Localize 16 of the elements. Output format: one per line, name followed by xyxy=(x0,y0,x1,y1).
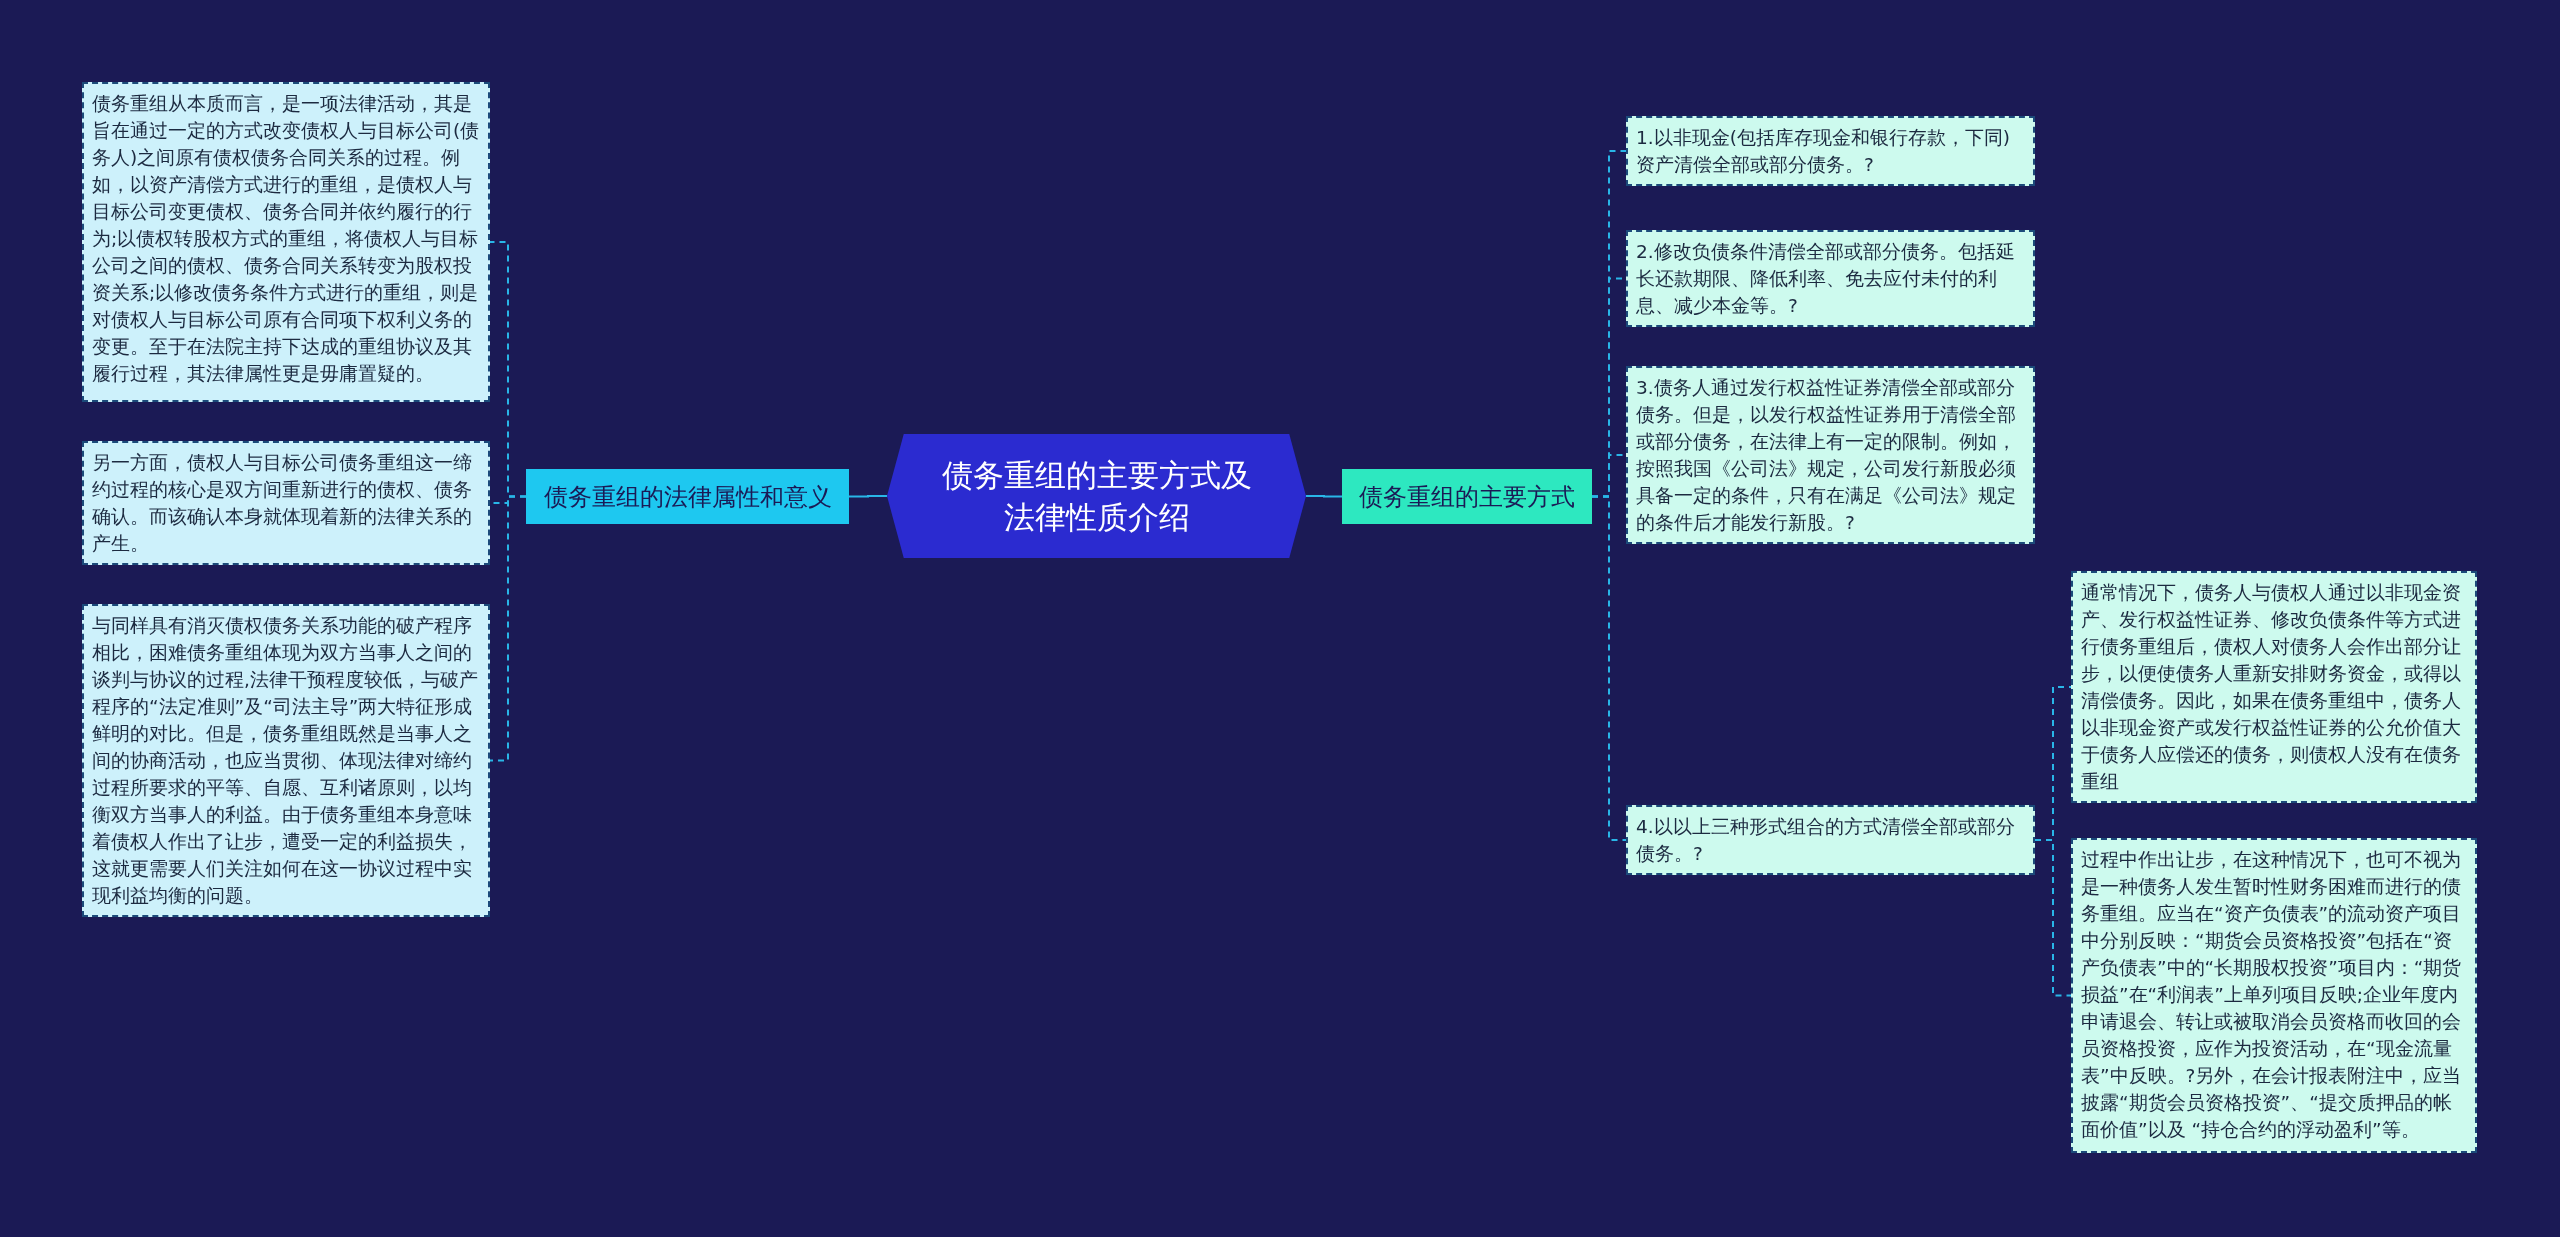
connector-line xyxy=(1591,495,1627,841)
connector-line xyxy=(1305,495,1343,498)
text-card: 2.修改负债条件清偿全部或部分债务。包括延长还款期限、降低利率、免去应付未付的利息、减少本金等。? xyxy=(1626,230,2035,327)
text-card: 债务重组从本质而言，是一项法律活动，其是旨在通过一定的方式改变债权人与目标公司(债务人)之间原有债权债务合同关系的过程。例如，以资产清偿方式进行的重组，是债权人与目标公司变更债权、债务合同并依约履行的行为;以债权转股权方式的重组，将债权人与目标公司之间的债权、债务合同关系转变为股权投资关系;以修改债务条件方式进行的重组，则是对债权人与目标公司原有合同项下权利义务的变更。至于在法院主持下达成的重组协议及其履行过程，其法律属性更是毋庸置疑的。 xyxy=(82,82,490,402)
text-card: 3.债务人通过发行权益性证券清偿全部或部分债务。但是，以发行权益性证券用于清偿全部或部分债务，在法律上有一定的限制。例如，按照我国《公司法》规定，公司发行新股必须具备一定的条件，只有在满足《公司法》规定的条件后才能发行新股。? xyxy=(1626,366,2035,544)
text-card: 1.以非现金(包括库存现金和银行存款，下同)资产清偿全部或部分债务。? xyxy=(1626,116,2035,186)
connector-line xyxy=(489,495,527,762)
connector-line xyxy=(848,495,888,498)
topic-box: 债务重组的主要方式 xyxy=(1342,469,1592,524)
text-card: 与同样具有消灭债权债务关系功能的破产程序相比，困难债务重组体现为双方当事人之间的谈判与协议的过程,法律干预程度较低，与破产程序的“法定准则”及“司法主导”两大特征形成鲜明的对比。但是，债务重组既然是当事人之间的协商活动，也应当贯彻、体现法律对缔约过程所要求的平等、自愿、互利诸原则，以均衡双方当事人的利益。由于债务重组本身意味着债权人作出了让步，遭受一定的利益损失，这就更需要人们关注如何在这一协议过程中实现利益均衡的问题。 xyxy=(82,604,490,917)
text-card: 另一方面，债权人与目标公司债务重组这一缔约过程的核心是双方间重新进行的债权、债务确认。而该确认本身就体现着新的法律关系的产生。 xyxy=(82,441,490,565)
text-card: 4.以以上三种形式组合的方式清偿全部或部分债务。? xyxy=(1626,805,2035,875)
connector-line xyxy=(2034,839,2072,997)
topic-box: 债务重组的法律属性和意义 xyxy=(526,469,849,524)
text-card: 过程中作出让步，在这种情况下，也可不视为是一种债务人发生暂时性财务困难而进行的债务重组。应当在“资产负债表”的流动资产项目中分别反映：“期货会员资格投资”包括在“资产负债表”中的“长期股权投资”项目内：“期货损益”在“利润表”上单列项目反映;企业年度内申请退会、转让或被取消会员资格而收回的会员资格投资，应作为投资活动，在“现金流量表”中反映。?另外，在会计报表附注中，应当披露“期货会员资格投资”、“提交质押品的帐面价值”以及 “持仓合约的浮动盈利”等。 xyxy=(2071,838,2477,1153)
text-card: 通常情况下，债务人与债权人通过以非现金资产、发行权益性证券、修改负债条件等方式进行债务重组后，债权人对债务人会作出部分让步，以便使债务人重新安排财务资金，或得以清偿债务。因此，如果在债务重组中，债务人以非现金资产或发行权益性证券的公允价值大于债务人应偿还的债务，则债权人没有在债务重组 xyxy=(2071,571,2477,803)
